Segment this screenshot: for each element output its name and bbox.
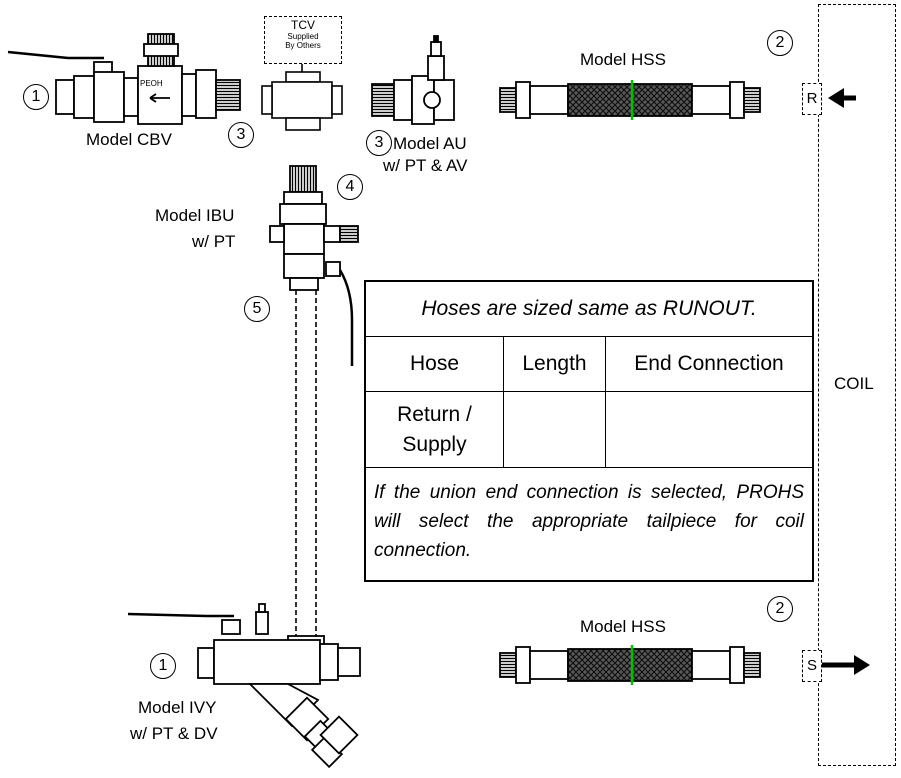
model-hss-bottom-label: Model HSS bbox=[580, 617, 666, 636]
model-hss-hose-top bbox=[499, 80, 761, 120]
model-hss-hose-bottom bbox=[499, 645, 761, 685]
coil-box bbox=[818, 4, 896, 766]
cell-hose-line2: Supply bbox=[402, 432, 467, 456]
header-length: Length bbox=[504, 337, 606, 391]
model-cbv-label: Model CBV bbox=[86, 130, 172, 149]
return-port-label: R bbox=[802, 83, 822, 115]
model-au-sublabel: w/ PT & AV bbox=[383, 156, 468, 175]
model-au-fitting bbox=[371, 35, 455, 125]
model-ibu-sublabel: w/ PT bbox=[192, 232, 236, 251]
header-hose: Hose bbox=[366, 337, 504, 391]
table-title-row: Hoses are sized same as RUNOUT. bbox=[366, 282, 812, 337]
model-cbv-valve bbox=[7, 33, 241, 125]
callout-2-top: 2 bbox=[767, 30, 793, 56]
vertical-pipe bbox=[295, 290, 317, 636]
valve-body-text: PEOH bbox=[140, 79, 163, 88]
cell-end-connection bbox=[606, 392, 812, 467]
table-title: Hoses are sized same as RUNOUT. bbox=[421, 297, 757, 320]
coil-label: COIL bbox=[834, 374, 874, 393]
hose-table: Hoses are sized same as RUNOUT. Hose Len… bbox=[364, 280, 814, 582]
callout-2-bottom: 2 bbox=[767, 596, 793, 622]
tcv-line1: Supplied bbox=[287, 32, 319, 41]
callout-5: 5 bbox=[244, 296, 270, 322]
model-ivy-sublabel: w/ PT & DV bbox=[130, 724, 218, 743]
tcv-box: TCV Supplied By Others bbox=[264, 16, 342, 64]
model-au-label: Model AU bbox=[393, 134, 467, 153]
callout-3-left: 3 bbox=[228, 122, 254, 148]
model-ivy-valve bbox=[127, 603, 361, 769]
supply-port-label: S bbox=[802, 650, 822, 682]
table-header-row: Hose Length End Connection bbox=[366, 337, 812, 392]
callout-3-right: 3 bbox=[366, 130, 392, 156]
callout-1-bottom: 1 bbox=[150, 653, 176, 679]
table-note: If the union end connection is selected,… bbox=[374, 482, 804, 561]
model-ibu-label: Model IBU bbox=[155, 206, 235, 225]
callout-4: 4 bbox=[337, 174, 363, 200]
callout-1-top: 1 bbox=[23, 84, 49, 110]
cell-hose-line1: Return / bbox=[397, 402, 472, 426]
table-row: Return / Supply bbox=[366, 392, 812, 468]
tcv-fitting bbox=[261, 62, 343, 131]
cell-length bbox=[504, 392, 606, 467]
return-arrow bbox=[828, 88, 856, 108]
tcv-line2: By Others bbox=[285, 41, 321, 50]
supply-arrow bbox=[822, 655, 870, 675]
cell-hose: Return / Supply bbox=[366, 392, 504, 467]
model-ivy-label: Model IVY bbox=[138, 698, 217, 717]
model-hss-top-label: Model HSS bbox=[580, 50, 666, 69]
tcv-title: TCV bbox=[291, 18, 315, 32]
header-end-connection: End Connection bbox=[634, 352, 784, 375]
model-ibu-valve bbox=[269, 165, 359, 366]
